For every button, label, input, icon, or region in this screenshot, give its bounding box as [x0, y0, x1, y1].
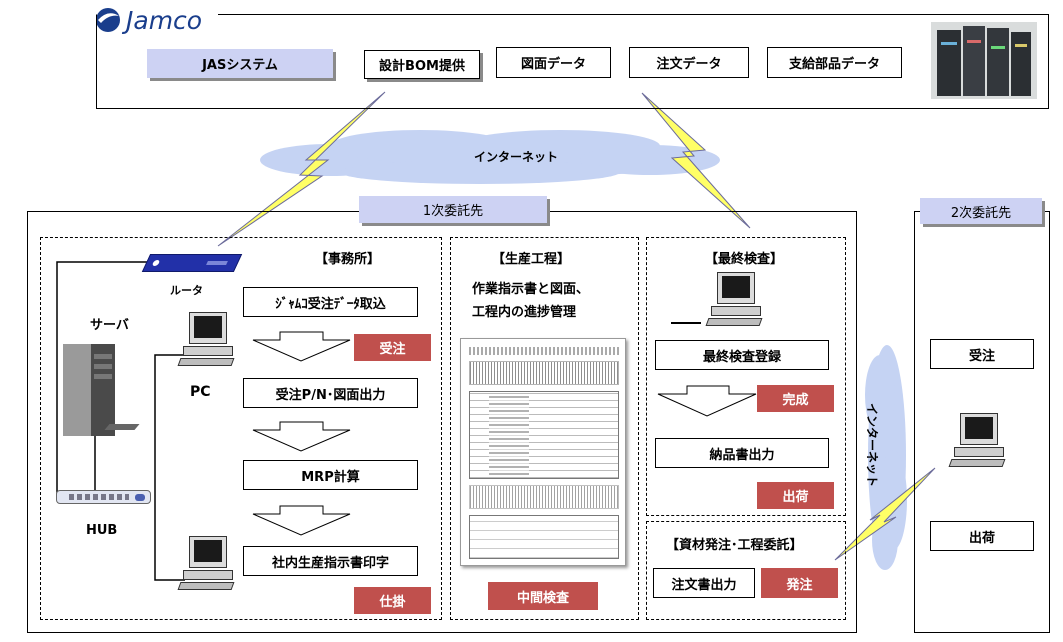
- lightning-right: [834, 467, 936, 561]
- router-label: ルータ: [170, 284, 203, 297]
- inspection-pc-cable: [671, 322, 701, 324]
- status-order: 発注: [761, 568, 838, 598]
- lightning-mid: [641, 92, 751, 229]
- final-inspection-section: [646, 237, 846, 516]
- pc-icon-secondary: [948, 413, 1006, 469]
- office-step-print-instruction: 社内生産指示書印字: [243, 546, 418, 576]
- status-wip: 仕掛: [354, 587, 431, 614]
- internet-label-right: インターネット: [865, 403, 879, 488]
- materials-title: 【資材発注･工程委託】: [666, 538, 803, 553]
- internet-cloud-right: [865, 345, 907, 570]
- data-item-drawing: 図面データ: [496, 47, 611, 78]
- internet-label-top: インターネット: [474, 150, 559, 164]
- server-rack-image: [931, 22, 1037, 99]
- data-item-supplied-parts: 支給部品データ: [767, 47, 902, 78]
- materials-step-order-output: 注文書出力: [653, 568, 755, 598]
- inspection-step-delivery-note: 納品書出力: [655, 438, 829, 468]
- pc-label: PC: [190, 384, 211, 400]
- office-section: [40, 237, 442, 620]
- lightning-left: [217, 91, 386, 247]
- pc-icon-inspection: [705, 272, 763, 328]
- work-instruction-document-image: [460, 338, 626, 566]
- production-title: 【生産工程】: [492, 252, 571, 267]
- office-step-mrp: MRP計算: [243, 460, 418, 490]
- data-item-bom: 設計BOM提供: [364, 50, 480, 79]
- logo-text: Jamco: [126, 5, 203, 35]
- primary-contractor-title: 1次委託先: [359, 196, 547, 223]
- pc-icon-office-2: [177, 536, 235, 592]
- logo: Jamco: [92, 4, 202, 36]
- secondary-contractor-title: 2次委託先: [920, 198, 1042, 224]
- pc-icon-office-1: [177, 312, 235, 368]
- production-desc-1: 作業指示書と図面、: [472, 282, 590, 297]
- status-intermediate-inspection: 中間検査: [488, 582, 598, 610]
- hub-icon: [56, 490, 151, 504]
- materials-section: [646, 521, 846, 620]
- jas-system-label: JASシステム: [147, 49, 333, 78]
- flow-arrows: [252, 331, 757, 536]
- secondary-received: 受注: [930, 339, 1034, 369]
- office-step-pn-output: 受注P/N･図面出力: [243, 378, 418, 408]
- status-ship: 出荷: [757, 482, 834, 509]
- production-desc-2: 工程内の進捗管理: [472, 305, 577, 320]
- jas-system-frame-top: [218, 14, 1049, 15]
- inspection-step-register: 最終検査登録: [655, 340, 829, 370]
- secondary-ship: 出荷: [930, 521, 1034, 551]
- office-step-import: ｼﾞｬﾑｺ受注ﾃﾞｰﾀ取込: [243, 287, 418, 317]
- status-received: 受注: [354, 334, 431, 361]
- jamco-logo-icon: [96, 8, 120, 32]
- final-inspection-title: 【最終検査】: [705, 252, 784, 267]
- office-title: 【事務所】: [315, 252, 381, 267]
- status-complete: 完成: [757, 385, 834, 412]
- server-icon: [63, 344, 140, 436]
- jas-system-frame: [96, 14, 1049, 109]
- internet-cloud-top: [260, 130, 720, 184]
- production-section: [450, 237, 639, 620]
- server-label: サーバ: [90, 318, 129, 333]
- hub-label: HUB: [86, 523, 118, 538]
- data-item-order: 注文データ: [629, 47, 749, 78]
- router-icon: [141, 254, 243, 272]
